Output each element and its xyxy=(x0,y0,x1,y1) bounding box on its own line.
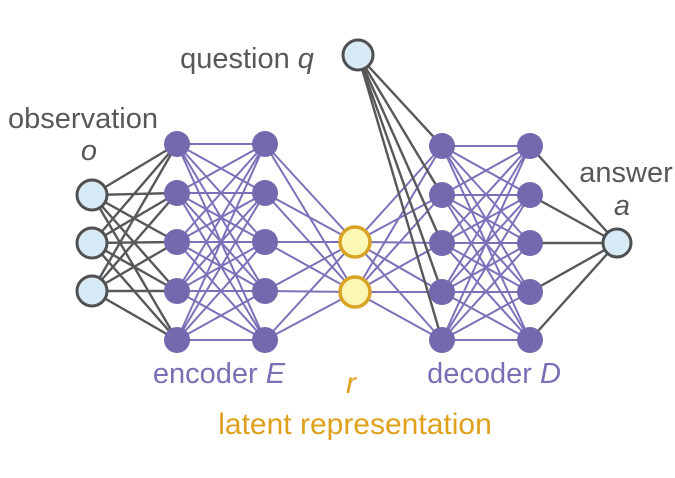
edge-line xyxy=(264,241,356,292)
node-answer-0 xyxy=(601,227,633,259)
edge-line xyxy=(441,145,531,196)
node-enc2-4 xyxy=(252,327,278,353)
layer-question xyxy=(341,38,375,72)
edge-line xyxy=(90,142,179,197)
label-latent-symbol: r xyxy=(346,367,357,400)
edge-line xyxy=(356,53,444,197)
node-dec2-1 xyxy=(517,182,543,208)
label-answer: answer xyxy=(579,157,673,189)
edge-line xyxy=(356,53,444,342)
edge-line xyxy=(356,53,444,148)
edge-line xyxy=(264,241,356,341)
edge-line xyxy=(441,291,531,341)
label-encoder: encoder E xyxy=(153,358,286,390)
edge-line xyxy=(90,142,179,293)
node-dec2-3 xyxy=(517,279,543,305)
edge-line xyxy=(176,143,266,292)
edge-line xyxy=(90,142,179,245)
node-enc2-0 xyxy=(252,131,278,157)
node-enc2-1 xyxy=(252,180,278,206)
node-dec2-0 xyxy=(517,133,543,159)
node-dec1-1 xyxy=(429,182,455,208)
layer-latent xyxy=(338,225,372,309)
edge-line xyxy=(528,144,619,245)
node-dec1-0 xyxy=(429,133,455,159)
edge-line xyxy=(441,242,531,341)
node-enc1-1 xyxy=(164,180,190,206)
edge-line xyxy=(176,143,266,243)
edge-line xyxy=(90,191,179,293)
edges-enc1-enc2 xyxy=(176,143,266,341)
edge-line xyxy=(264,143,356,243)
node-dec1-3 xyxy=(429,279,455,305)
layer-input xyxy=(75,178,109,308)
edge-line xyxy=(441,145,531,293)
edges-input-enc1 xyxy=(90,142,179,342)
edge-line xyxy=(176,143,266,194)
label-question: question q xyxy=(180,43,314,75)
node-latent-0 xyxy=(338,225,372,259)
node-enc2-3 xyxy=(252,278,278,304)
edge-line xyxy=(528,241,619,342)
node-dec2-2 xyxy=(517,230,543,256)
layer-enc2 xyxy=(252,131,278,353)
layer-enc1 xyxy=(164,131,190,353)
node-dec2-4 xyxy=(517,327,543,353)
node-enc1-3 xyxy=(164,278,190,304)
label-latent: latent representation xyxy=(218,408,492,441)
node-question-0 xyxy=(341,38,375,72)
node-enc1-4 xyxy=(164,327,190,353)
edge-line xyxy=(441,145,531,341)
edges-dec1-dec2 xyxy=(441,145,531,341)
edge-line xyxy=(176,290,266,341)
edge-line xyxy=(264,291,356,341)
node-enc1-2 xyxy=(164,229,190,255)
edge-line xyxy=(528,241,619,294)
edges-dec2-answer xyxy=(528,144,619,342)
node-input-0 xyxy=(75,178,109,212)
label-observation: observation xyxy=(8,103,158,135)
node-dec1-4 xyxy=(429,327,455,353)
edge-line xyxy=(441,194,531,341)
node-input-1 xyxy=(75,226,109,260)
edges-question-dec1 xyxy=(356,53,444,342)
edge-line xyxy=(176,192,266,341)
layer-dec1 xyxy=(429,133,455,353)
node-latent-1 xyxy=(338,275,372,309)
edge-line xyxy=(528,193,619,245)
node-enc2-2 xyxy=(252,229,278,255)
edge-line xyxy=(356,53,444,245)
label-observation-symbol: o xyxy=(81,135,97,167)
edge-line xyxy=(356,53,444,294)
edge-line xyxy=(264,192,356,243)
layer-dec2 xyxy=(517,133,543,353)
edge-line xyxy=(441,145,531,244)
edge-line xyxy=(176,241,266,341)
label-answer-symbol: a xyxy=(614,190,630,222)
label-decoder: decoder D xyxy=(427,358,561,390)
layer-answer xyxy=(601,227,633,259)
node-enc1-0 xyxy=(164,131,190,157)
node-input-2 xyxy=(75,274,109,308)
edge-line xyxy=(176,143,266,341)
node-dec1-2 xyxy=(429,230,455,256)
